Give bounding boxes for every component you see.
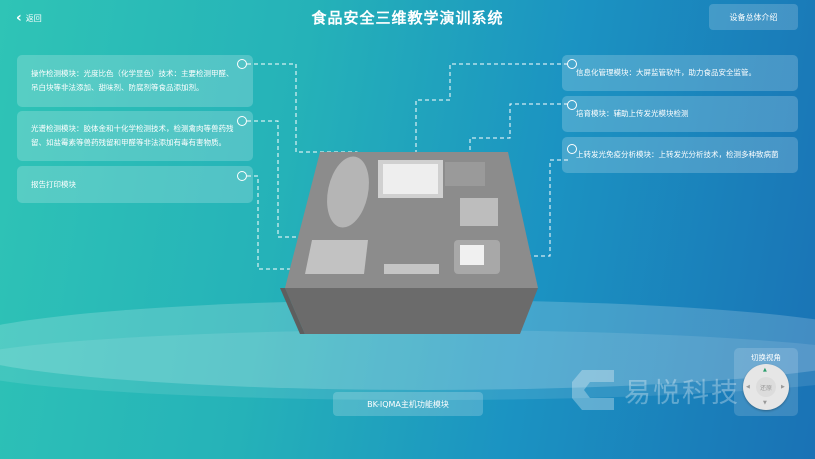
chevron-left-icon: ‹ xyxy=(16,10,22,26)
logo-icon xyxy=(572,370,614,410)
back-label: 返回 xyxy=(25,13,42,23)
back-button[interactable]: ‹返回 xyxy=(16,10,42,26)
anchor-dot-icon xyxy=(567,144,577,154)
company-logo: 易悦科技 xyxy=(570,368,740,412)
screen-component xyxy=(383,164,438,194)
logo-text: 易悦科技 xyxy=(624,377,740,409)
anchor-dot-icon xyxy=(567,100,577,110)
device-intro-button[interactable]: 设备总体介绍 xyxy=(709,4,798,30)
info-card[interactable]: 报告打印模块 xyxy=(17,166,253,203)
card-text: 报告打印模块 xyxy=(31,179,76,189)
anchor-dot-icon xyxy=(237,59,247,69)
rotate-up-button[interactable]: ▲ xyxy=(763,367,767,373)
card-text: 培育模块：辅助上传发光模块检测 xyxy=(576,109,689,118)
anchor-dot-icon xyxy=(237,171,247,181)
info-card[interactable]: 上转发光免疫分析模块：上转发光分析技术，检测多种致病菌 xyxy=(562,137,798,173)
tray-component xyxy=(327,156,369,228)
info-card[interactable]: 信息化管理模块：大屏监管软件，助力食品安全监管。 xyxy=(562,55,798,91)
card-text: 信息化管理模块：大屏监管软件，助力食品安全监管。 xyxy=(576,68,756,77)
view-switch-panel: 切换视角 ▲ ▼ ◀ ▶ 还原 xyxy=(734,348,798,416)
device-model xyxy=(280,152,538,334)
card-text: 上转发光免疫分析模块：上转发光分析技术，检测多种致病菌 xyxy=(576,150,779,159)
rotate-down-button[interactable]: ▼ xyxy=(763,400,767,406)
rotate-left-button[interactable]: ◀ xyxy=(746,384,750,390)
reset-view-button[interactable]: 还原 xyxy=(756,377,776,397)
page-title: 食品安全三维教学演训系统 xyxy=(311,9,504,27)
background-wave xyxy=(0,330,815,400)
info-card[interactable]: 培育模块：辅助上传发光模块检测 xyxy=(562,96,798,132)
info-card[interactable]: 操作检测模块：光度比色（化学显色）技术：主要检测甲醛、吊白块等非法添加、甜味剂、… xyxy=(17,55,253,107)
anchor-dot-icon xyxy=(237,116,247,126)
card-text: 光谱检测模块：胶体金和十化学检测技术，检测禽肉等兽药残留、如盐霉素等兽药残留和甲… xyxy=(31,124,234,147)
direction-pad[interactable]: ▲ ▼ ◀ ▶ 还原 xyxy=(743,364,789,410)
main-module-button[interactable]: BK-IQMA主机功能模块 xyxy=(333,392,483,416)
anchor-dot-icon xyxy=(567,59,577,69)
view-switch-label: 切换视角 xyxy=(751,353,781,362)
card-text: 操作检测模块：光度比色（化学显色）技术：主要检测甲醛、吊白块等非法添加、甜味剂、… xyxy=(31,69,234,92)
info-card[interactable]: 光谱检测模块：胶体金和十化学检测技术，检测禽肉等兽药残留、如盐霉素等兽药残留和甲… xyxy=(17,111,253,161)
rotate-right-button[interactable]: ▶ xyxy=(781,384,785,390)
